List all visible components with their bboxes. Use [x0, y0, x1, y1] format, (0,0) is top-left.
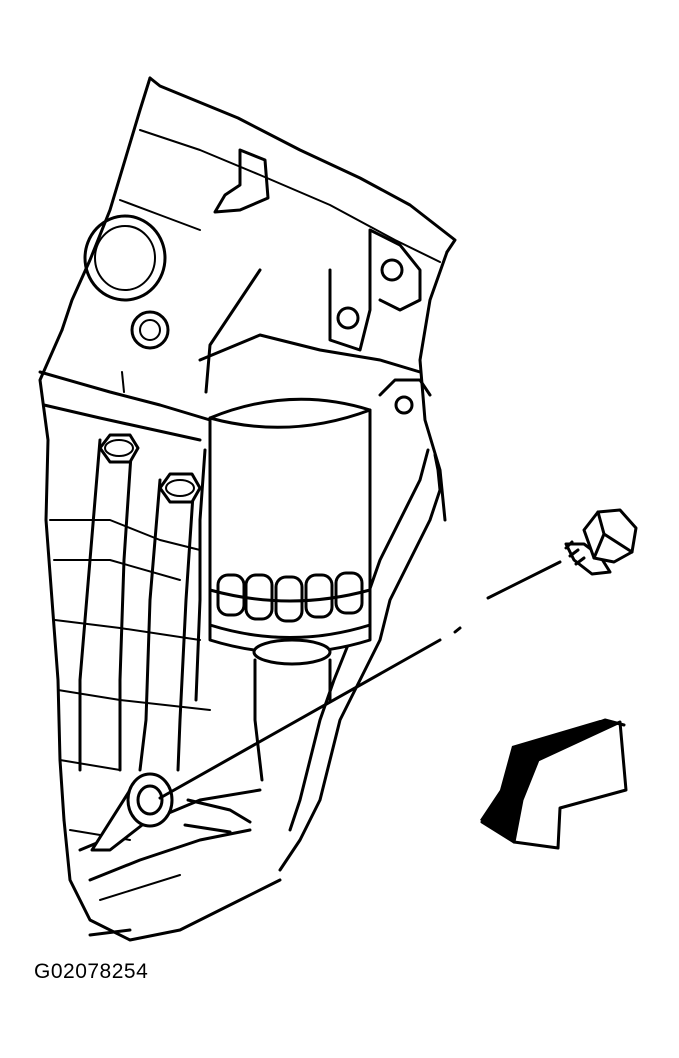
block-bolts: [98, 433, 202, 504]
gallery-port: [83, 214, 170, 350]
drain-plug-bolt: [564, 508, 638, 576]
leader-line: [158, 560, 562, 800]
oil-filter: [208, 397, 372, 782]
front-arrow-icon: [480, 718, 628, 850]
drain-hole: [126, 772, 252, 834]
mount-bracket: [213, 148, 422, 415]
figure-id-label: G02078254: [34, 960, 149, 983]
